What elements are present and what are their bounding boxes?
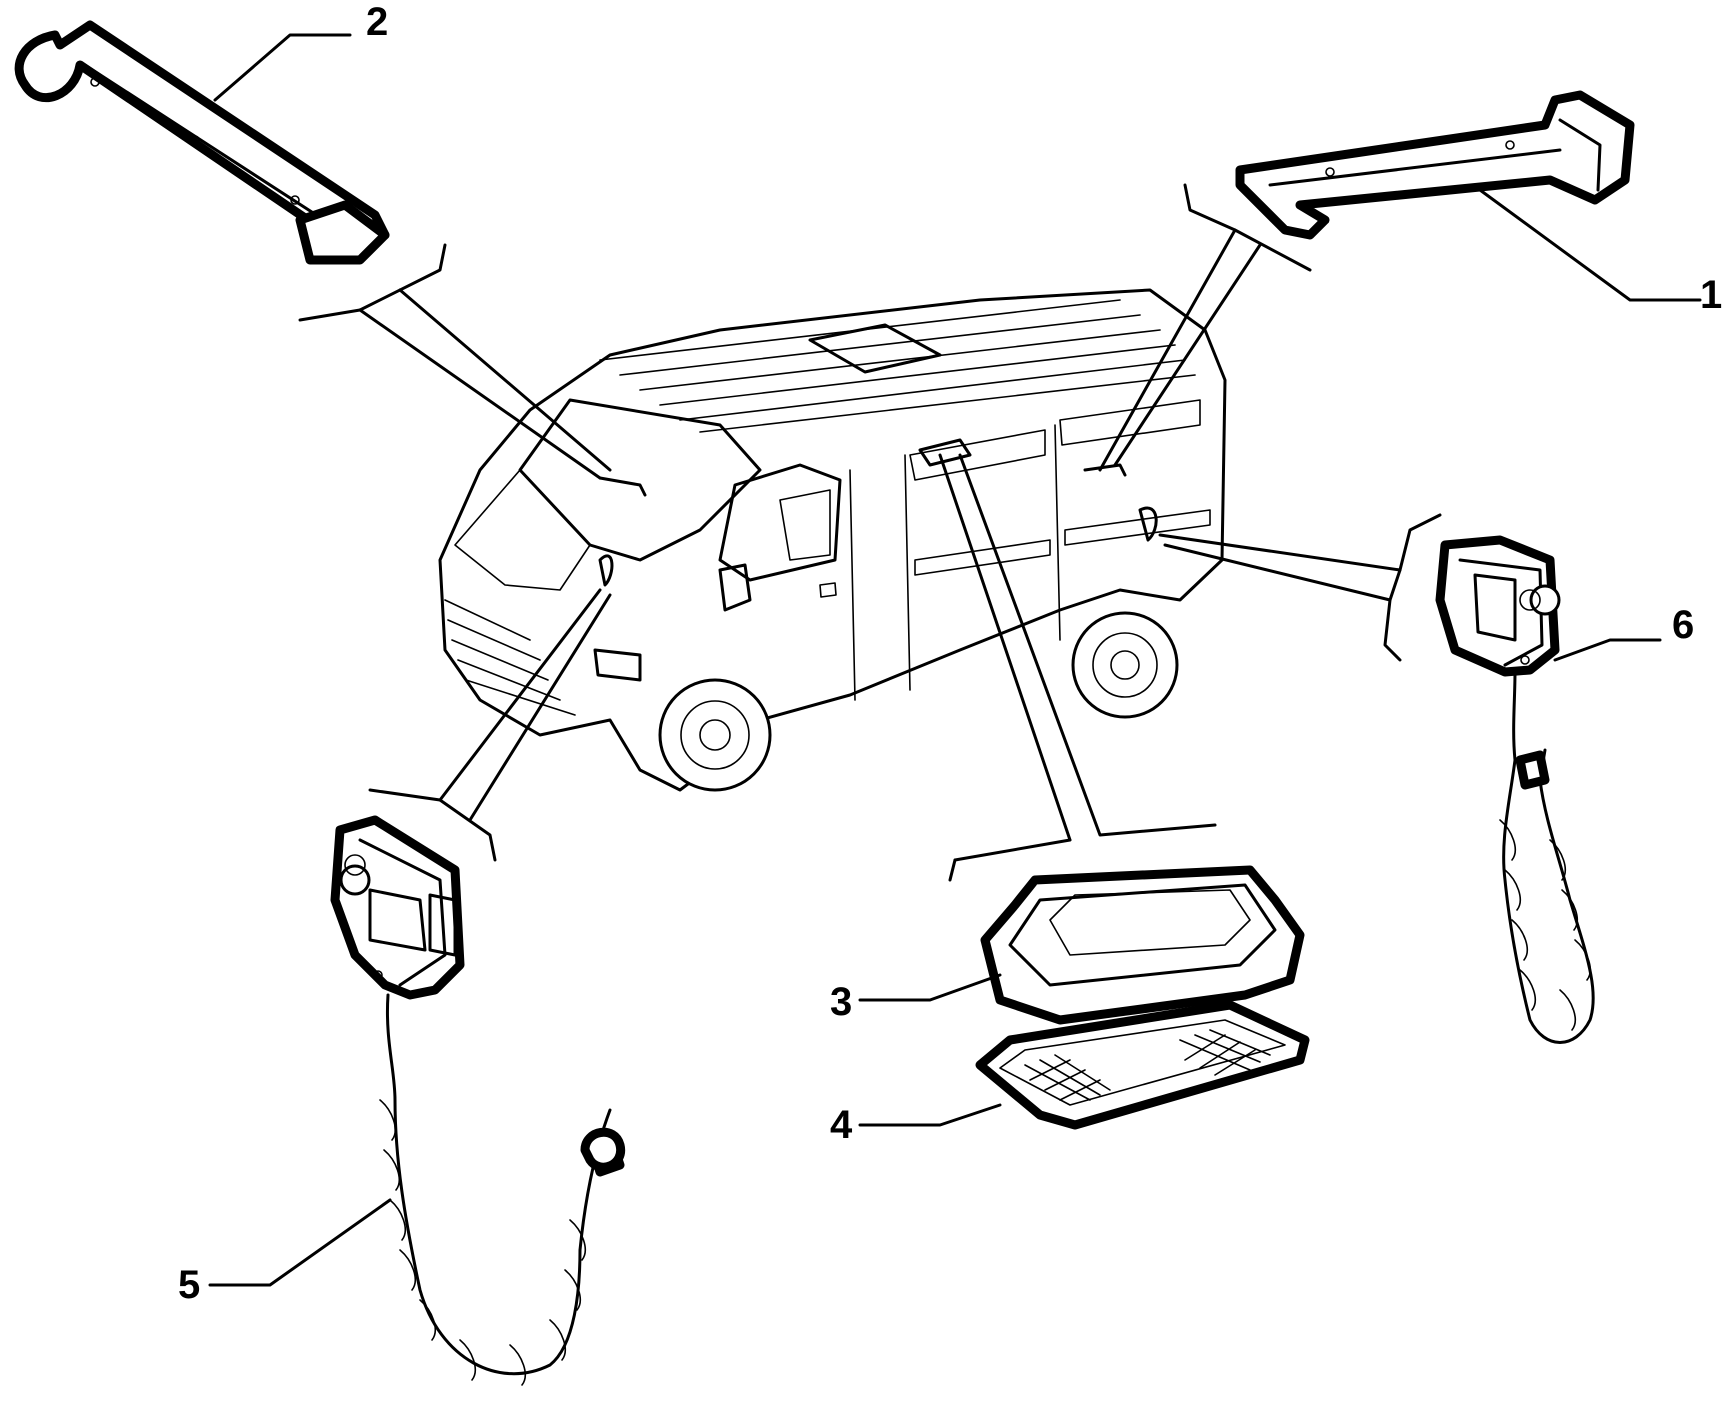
handheld-microphone-icon: [330, 815, 626, 1386]
callout-label-3: 3: [830, 980, 853, 1024]
callout-label-2: 2: [366, 0, 389, 44]
handheld-microphone-icon: [1435, 535, 1595, 1044]
hanger-bracket-icon: [1235, 90, 1635, 240]
lamp-housing-icon: [980, 865, 1305, 1025]
callout-label-4: 4: [830, 1103, 853, 1147]
leader-lines: [208, 33, 1702, 1287]
lamp-lens-icon: [975, 1000, 1310, 1130]
callout-label-5: 5: [178, 1263, 201, 1307]
hanger-bracket-icon: [14, 20, 390, 265]
callout-label-6: 6: [1672, 603, 1695, 647]
van-illustration: [438, 288, 1227, 792]
callout-label-1: 1: [1700, 273, 1723, 317]
